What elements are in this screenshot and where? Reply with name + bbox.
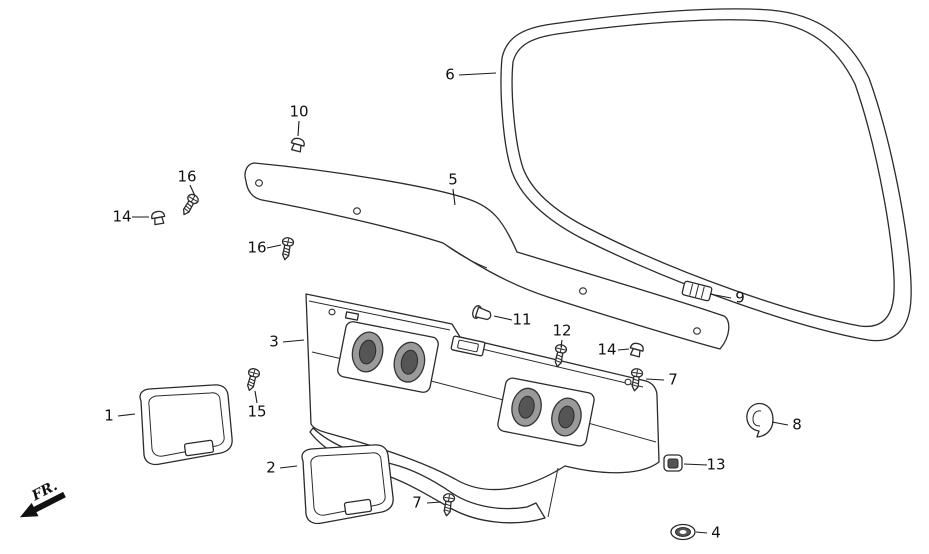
grommet-4 (670, 523, 696, 541)
callout-7-right: 7 (668, 371, 678, 389)
fr-arrow-icon (19, 491, 66, 518)
speaker-grille-right (497, 377, 595, 447)
callout-16-lower: 16 (247, 239, 266, 257)
callout-2: 2 (266, 459, 276, 477)
speaker-grille-left (337, 321, 439, 393)
callout-6: 6 (445, 66, 455, 84)
leader-lines (117, 72, 789, 534)
callout-14-left: 14 (112, 208, 131, 226)
callout-3: 3 (269, 333, 279, 351)
side-lining-panel-1 (139, 384, 233, 466)
callout-9: 9 (735, 289, 745, 307)
callout-12: 12 (552, 322, 571, 340)
screw-16-upper (178, 191, 201, 218)
screw-15 (243, 366, 262, 393)
callout-15: 15 (247, 403, 266, 421)
callout-5: 5 (448, 171, 458, 189)
callout-11: 11 (512, 311, 531, 329)
callout-4: 4 (711, 524, 721, 542)
callout-14-right: 14 (597, 341, 616, 359)
fr-direction-indicator: FR. (19, 478, 66, 518)
callout-1: 1 (104, 407, 114, 425)
clip-14-left (150, 209, 167, 226)
callout-10: 10 (289, 103, 308, 121)
grommet-13 (663, 454, 683, 472)
spring-clip-8 (746, 402, 774, 438)
side-lining-panel-2 (301, 444, 394, 525)
callout-16-upper: 16 (177, 168, 196, 186)
latch-bezel (450, 335, 486, 357)
clip-14-right (628, 341, 646, 359)
tailgate-lower-lining-panel (305, 293, 660, 524)
trim-clip-9 (681, 280, 713, 302)
callout-13: 13 (706, 456, 725, 474)
push-pin-11 (472, 305, 492, 321)
callout-8: 8 (792, 416, 802, 434)
tailgate-upper-trim-panel (244, 162, 730, 350)
weatherstrip-seal (500, 8, 912, 342)
callouts: 6 10 16 14 16 5 9 11 12 14 7 3 15 1 2 8 … (104, 66, 802, 542)
screw-16-lower (278, 236, 295, 262)
clip-10 (289, 136, 307, 154)
callout-7-bottom: 7 (412, 494, 422, 512)
